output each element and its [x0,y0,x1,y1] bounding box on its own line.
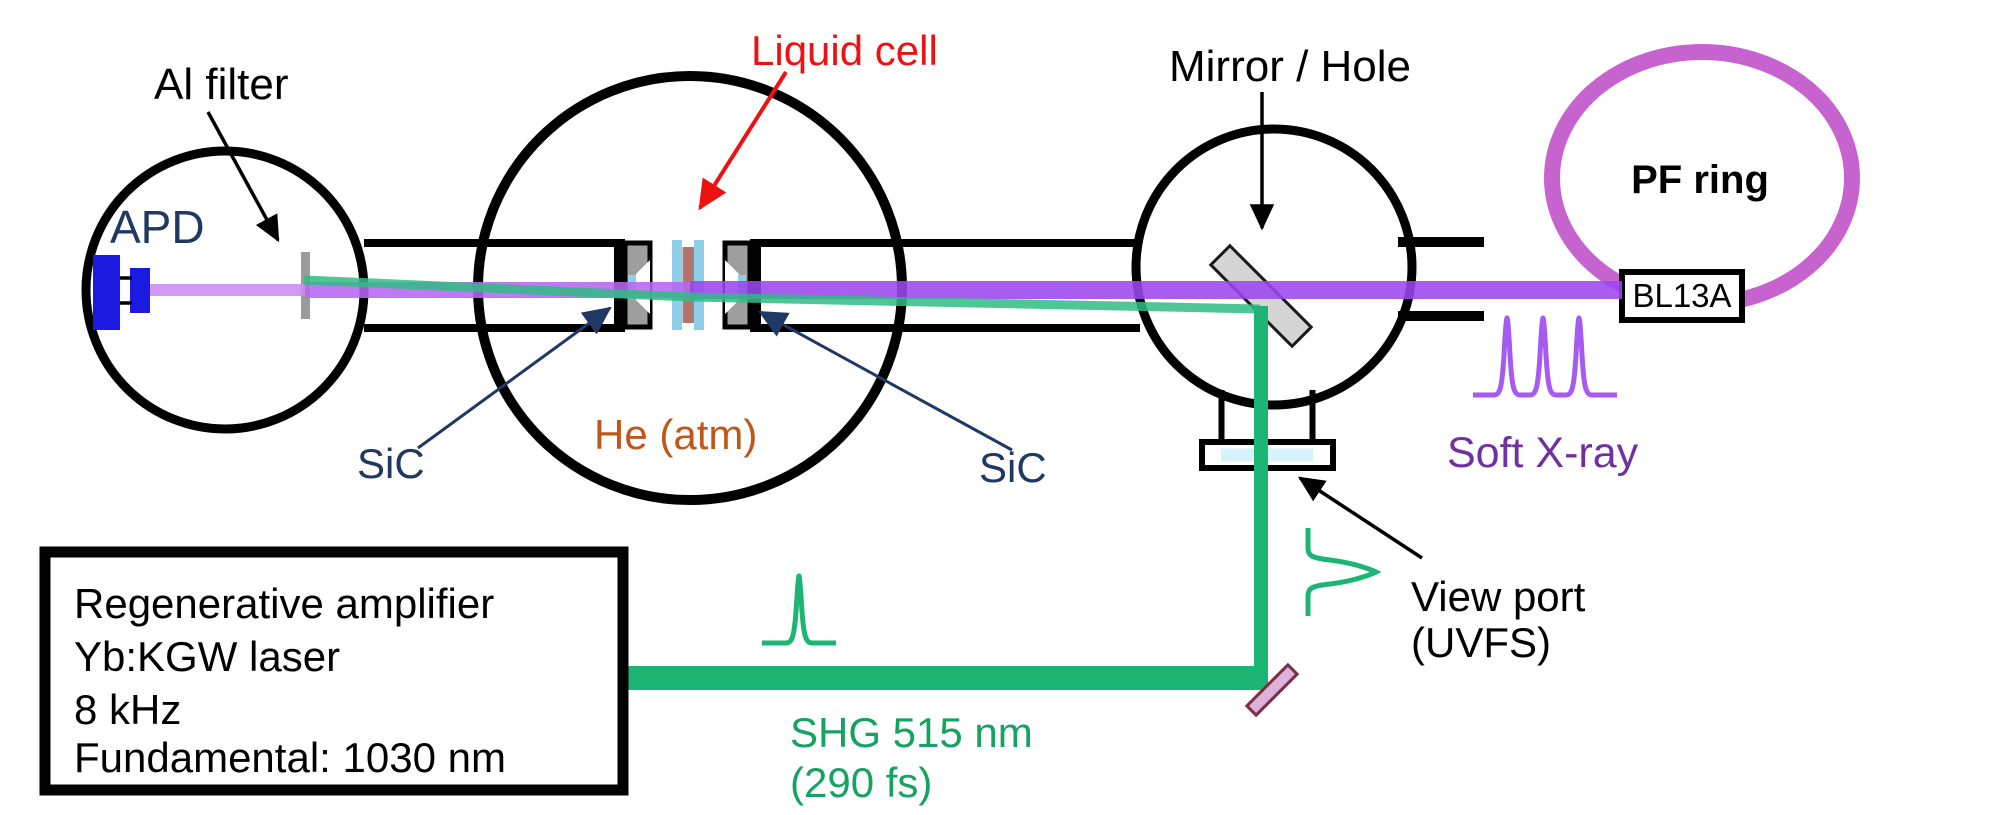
laser-pulse-icon [762,573,836,646]
view-port-label-line1: View port [1411,573,1586,620]
mirror-hole-label: Mirror / Hole [1169,42,1411,91]
shg-beam-horizontal [617,666,1268,690]
laser-box-line-4: Fundamental: 1030 nm [74,734,506,781]
soft-xray-label: Soft X-ray [1447,429,1639,477]
shg-beam-vertical [1254,306,1268,690]
al-filter-label: Al filter [154,60,288,109]
liquid-cell-label: Liquid cell [751,27,938,74]
he-atm-label: He (atm) [594,411,757,458]
laser-pulse-sideways-icon [1305,528,1382,616]
mirror-chamber-circle [1131,124,1417,410]
shg-label-line1: SHG 515 nm [790,709,1033,756]
apd-label: APD [110,201,205,253]
laser-box: Regenerative amplifier Yb:KGW laser 8 kH… [39,546,629,796]
steering-mirror [1244,662,1300,718]
laser-box-line-1: Regenerative amplifier [74,580,494,627]
xray-pulse-train-icon [1473,315,1617,398]
sic-right-label: SiC [979,444,1047,491]
sic-right-arrow [758,310,1013,452]
beamline-stub-pipe [1398,237,1484,321]
al-filter-arrow [206,111,280,243]
xray-beam-attenuated [150,284,305,296]
view-port-arrow [1297,476,1423,560]
shg-beam-to-cell [303,275,1261,314]
xray-beam-main [690,281,1622,299]
view-port-label-line2: (UVFS) [1411,619,1551,666]
bl13a-box: BL13A [1619,269,1745,323]
bl13a-label: BL13A [1632,277,1731,314]
pf-ring-label: PF ring [1631,158,1769,202]
laser-box-line-2: Yb:KGW laser [74,633,340,680]
sic-left-label: SiC [357,440,425,487]
liquid-cell-arrow [698,70,788,211]
sic-left-arrow [417,306,612,450]
shg-label-line2: (290 fs) [790,759,932,806]
laser-box-line-3: 8 kHz [74,686,181,733]
apd-detector [93,255,150,330]
